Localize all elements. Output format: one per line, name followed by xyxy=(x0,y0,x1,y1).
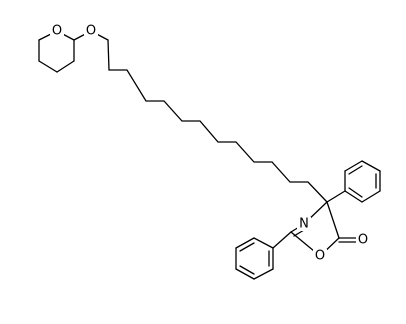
bond-inner xyxy=(239,265,255,275)
bond xyxy=(326,190,346,203)
bond xyxy=(361,160,381,172)
phenyl-ring-upper xyxy=(326,160,381,203)
bond xyxy=(272,231,292,249)
bond xyxy=(253,268,274,280)
bond xyxy=(344,160,363,172)
atom-labels: O O N O O xyxy=(50,24,370,264)
alkyl-chain xyxy=(107,39,328,203)
ring-oxygen-label: O xyxy=(52,24,62,39)
bond xyxy=(361,190,381,203)
bond xyxy=(253,237,274,249)
bond-inner xyxy=(239,242,255,252)
oxazolone-ring-oxygen-label: O xyxy=(315,249,325,264)
bond xyxy=(344,190,363,203)
phenyl-ring-lower xyxy=(235,231,292,280)
zigzag-chain xyxy=(107,39,328,203)
bond xyxy=(326,201,340,239)
oxazolone-nitrogen-label: N xyxy=(299,217,309,232)
bond-inner xyxy=(348,187,363,198)
bond xyxy=(38,60,58,73)
tetrahydropyran-ring xyxy=(38,30,75,73)
bond-inner xyxy=(348,165,363,175)
carbonyl-oxygen-label: O xyxy=(358,233,368,248)
bond xyxy=(56,60,75,73)
ether-oxygen-label: O xyxy=(86,24,96,39)
bond xyxy=(235,268,255,280)
bond xyxy=(235,237,255,249)
